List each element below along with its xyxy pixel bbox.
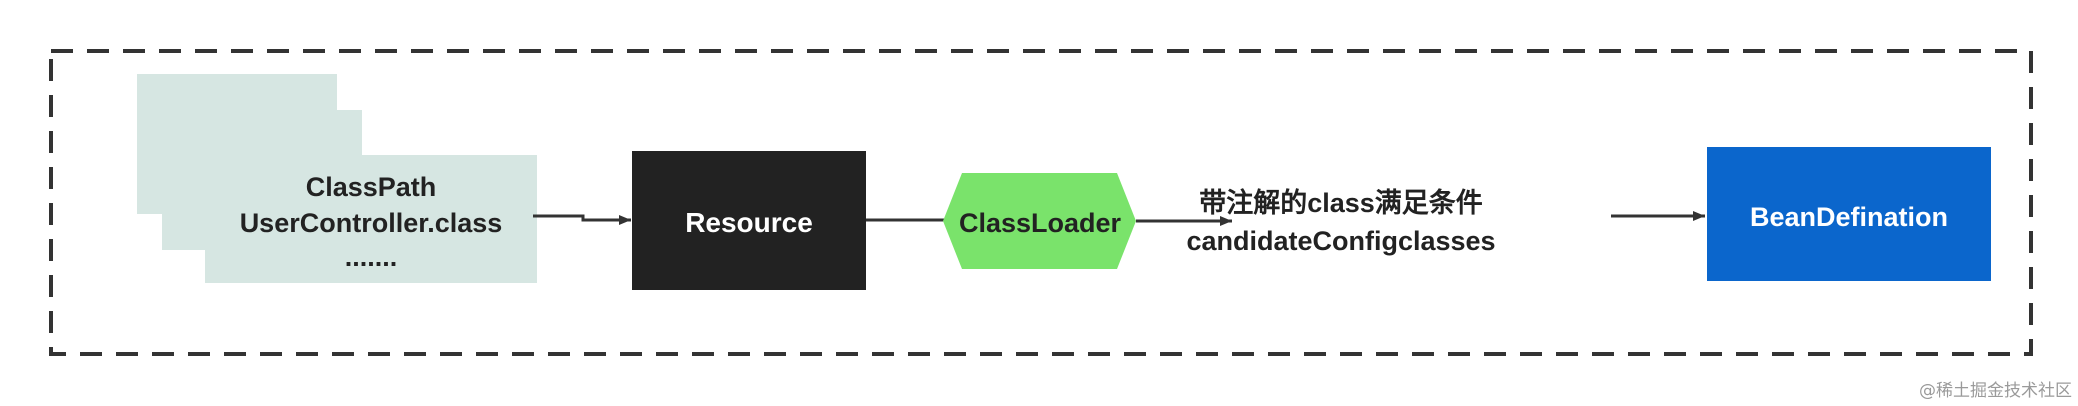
classpath-line-1: ClassPath bbox=[306, 172, 437, 202]
classloader-label: ClassLoader bbox=[959, 208, 1122, 238]
bean-node: BeanDefination bbox=[1707, 147, 1991, 281]
watermark-text: @稀土掘金技术社区 bbox=[1919, 381, 2072, 401]
condition-line-1: 带注解的class满足条件 bbox=[1199, 187, 1483, 218]
dashed-boundary bbox=[49, 49, 2033, 356]
resource-label: Resource bbox=[685, 207, 813, 238]
classpath-line-2: UserController.class bbox=[240, 208, 503, 238]
resource-box bbox=[632, 151, 866, 290]
bean-box bbox=[1707, 147, 1991, 281]
arrow-classpath-to-resource bbox=[533, 214, 631, 225]
classloader-node: ClassLoader bbox=[943, 173, 1136, 269]
bean-label: BeanDefination bbox=[1750, 202, 1948, 232]
classloader-hexagon bbox=[943, 173, 1136, 269]
condition-node: 带注解的class满足条件 candidateConfigclasses bbox=[1186, 187, 1495, 256]
classpath-line-3: ....... bbox=[345, 242, 398, 272]
condition-line-2: candidateConfigclasses bbox=[1186, 226, 1495, 256]
classpath-card-front bbox=[205, 155, 537, 283]
resource-node: Resource bbox=[632, 151, 866, 290]
classpath-stack: ClassPath UserController.class ....... bbox=[137, 74, 537, 283]
